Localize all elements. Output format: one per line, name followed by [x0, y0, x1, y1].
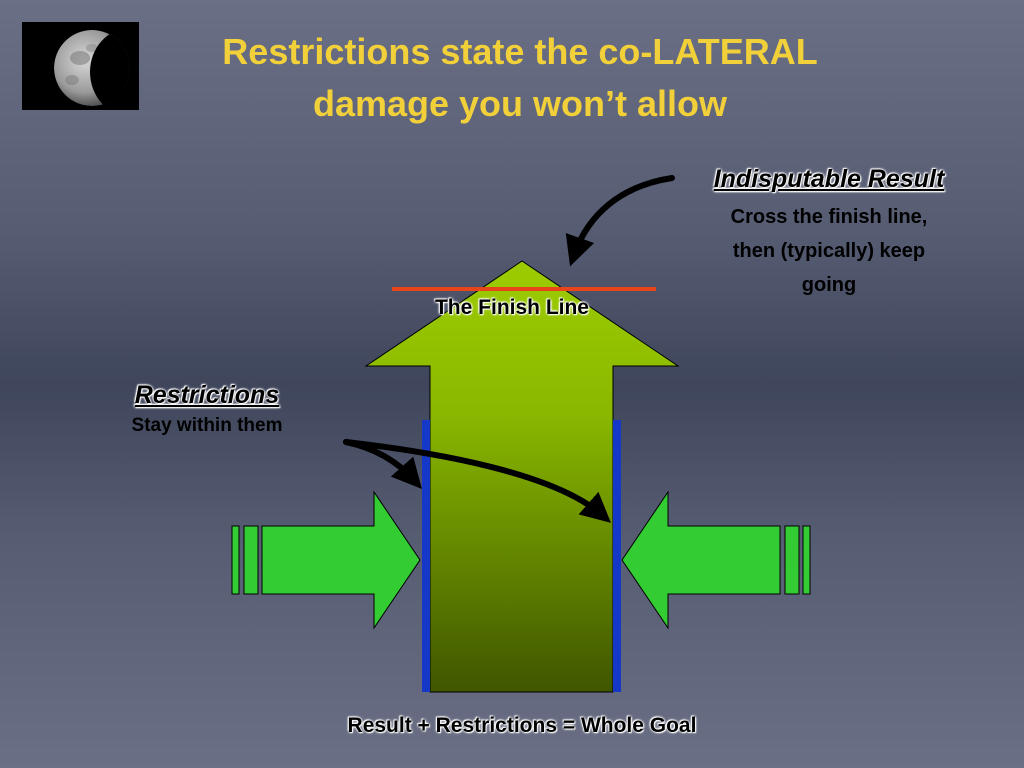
- left-restriction-bar: [422, 420, 430, 692]
- slide-title-line-2: damage you won’t allow: [312, 83, 728, 124]
- right-side-arrow: [621, 490, 811, 630]
- result-heading: Indisputable Result: [713, 165, 945, 193]
- result-callout: Indisputable Result Cross the finish lin…: [676, 162, 982, 302]
- result-line-3: going: [801, 274, 857, 296]
- result-line-1: Cross the finish line,: [730, 206, 928, 228]
- left-side-arrow: [231, 490, 421, 630]
- right-restriction-bar: [613, 420, 621, 692]
- result-description: Cross the finish line, then (typically) …: [676, 200, 982, 302]
- slide-title-line-1: Restrictions state the co-LATERAL: [222, 31, 818, 72]
- result-line-2: then (typically) keep: [732, 240, 926, 262]
- result-pointer-arrow: [565, 175, 675, 267]
- restrictions-subtext: Stay within them: [131, 415, 283, 436]
- restriction-pointer-arrow-right: [343, 439, 612, 523]
- restrictions-heading: Restrictions: [134, 381, 280, 409]
- slide-title: Restrictions state the co-LATERAL damage…: [180, 26, 860, 130]
- finish-line-label: The Finish Line: [434, 296, 589, 319]
- moon-image: [22, 22, 139, 110]
- footer-equation: Result + Restrictions = Whole Goal: [347, 714, 697, 737]
- restrictions-callout: Restrictions Stay within them: [100, 378, 314, 440]
